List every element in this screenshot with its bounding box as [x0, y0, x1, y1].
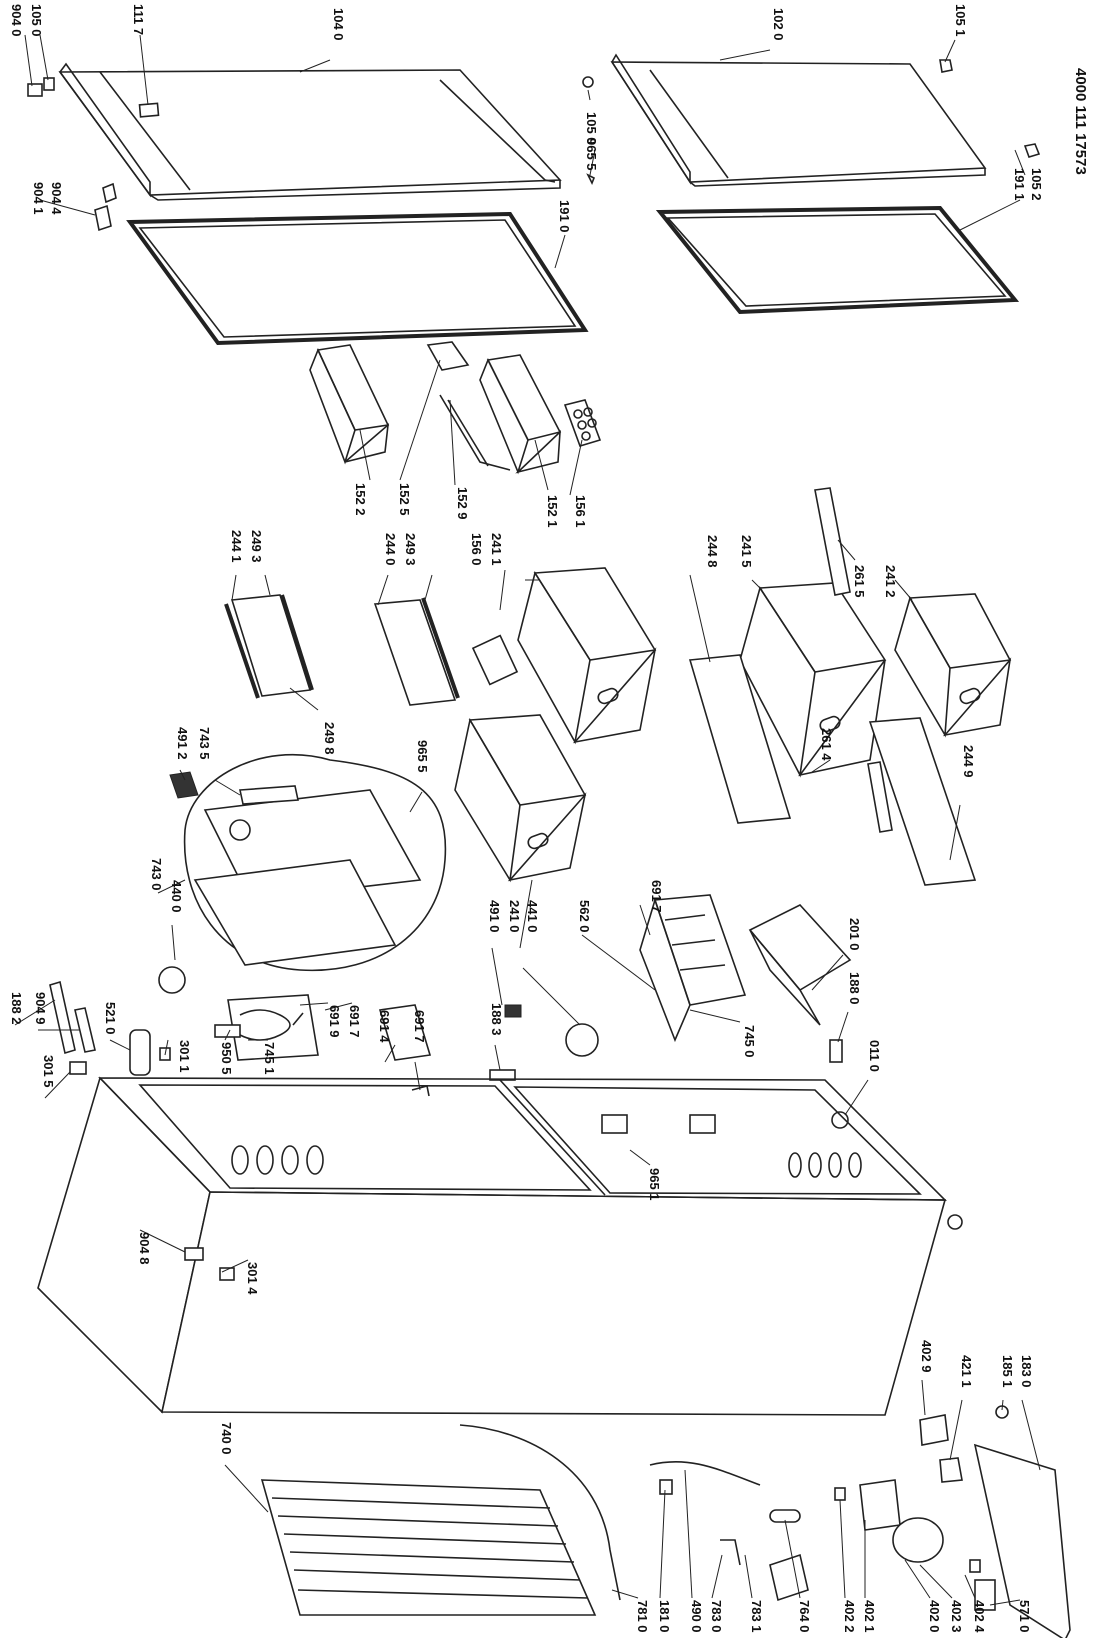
control-assembly-743: [169, 754, 447, 972]
part-label: 244 9: [961, 745, 976, 778]
part-label: 244 1: [229, 530, 244, 563]
part-label: 402 9: [919, 1340, 934, 1373]
part-label: 188 3: [489, 1003, 504, 1036]
compressor-area: [649, 1405, 1071, 1638]
part-label: 440 0: [169, 880, 184, 913]
part-label: 156 0: [469, 533, 484, 566]
part-label: 691 7: [412, 1010, 427, 1043]
part-label: 490 0: [689, 1600, 704, 1633]
part-label: 261 5: [852, 565, 867, 598]
part-label: 249 8: [322, 722, 337, 755]
part-label: 244 0: [383, 533, 398, 566]
part-label: 152 2: [353, 483, 368, 516]
part-label: 743 5: [197, 727, 212, 760]
part-label: 402 0: [927, 1600, 942, 1633]
part-label: 249 3: [403, 533, 418, 566]
fan-and-heater-parts: [49, 966, 849, 1129]
part-label: 950 5: [219, 1042, 234, 1075]
part-label: 152 1: [545, 495, 560, 528]
part-label: 965 5: [584, 138, 599, 171]
part-label: 491 2: [175, 727, 190, 760]
part-label: 571 0: [1017, 1600, 1032, 1633]
part-label: 241 0: [507, 900, 522, 933]
part-label: 764 0: [797, 1600, 812, 1633]
part-label: 105 1: [953, 4, 968, 37]
freezer-drawers: [454, 567, 1012, 883]
part-label: 783 1: [749, 1600, 764, 1633]
part-label: 241 2: [883, 565, 898, 598]
door-bins: [309, 341, 602, 475]
part-label: 691 4: [377, 1010, 392, 1043]
part-label: 743 0: [149, 858, 164, 891]
part-label: 691 7: [649, 880, 664, 913]
leader-lines: [14, 34, 1041, 1606]
part-label: 301 1: [177, 1040, 192, 1073]
part-label: 301 4: [245, 1262, 260, 1295]
part-label: 745 0: [742, 1025, 757, 1058]
part-label: 111 7: [131, 4, 146, 35]
document-number: 4000 111 17573: [1072, 68, 1089, 175]
part-label: 301 5: [41, 1055, 56, 1088]
part-label: 562 0: [577, 900, 592, 933]
part-label: 105 0: [584, 112, 599, 145]
part-label: 261 4: [819, 728, 834, 761]
part-label: 745 1: [262, 1042, 277, 1075]
part-label: 244 8: [705, 535, 720, 568]
door-gaskets: [126, 205, 1020, 346]
condenser-740: [260, 1424, 621, 1616]
part-label: 904 1: [31, 182, 46, 215]
part-label: 241 1: [489, 533, 504, 566]
part-label: 185 1: [1000, 1355, 1015, 1388]
part-label: 783 0: [709, 1600, 724, 1633]
part-label: 904 8: [137, 1232, 152, 1265]
part-label: 691 9: [327, 1005, 342, 1038]
evaporator-cover-201: [748, 904, 852, 1026]
freezer-door-104: [58, 62, 562, 201]
part-label: 521 0: [103, 1002, 118, 1035]
part-label: 441 0: [525, 900, 540, 933]
part-label: 105 2: [1029, 168, 1044, 201]
part-label: 904 0: [9, 4, 24, 37]
part-label: 152 5: [397, 483, 412, 516]
part-label: 249 3: [249, 530, 264, 563]
part-number-labels: 904 0 105 0 111 7 104 0 102 0 105 1 105 …: [9, 4, 1089, 1633]
part-label: 156 1: [573, 495, 588, 528]
glass-shelves: [224, 594, 460, 706]
part-label: 102 0: [771, 8, 786, 41]
part-label: 241 5: [739, 535, 754, 568]
part-label: 181 0: [657, 1600, 672, 1633]
part-label: 691 7: [347, 1005, 362, 1038]
part-label: 491 0: [487, 900, 502, 933]
egg-tray-156-1: [563, 399, 602, 447]
part-label: 402 2: [842, 1600, 857, 1633]
part-label: 402 3: [949, 1600, 964, 1633]
part-label: 904 4: [49, 182, 64, 215]
part-label: 965 5: [415, 740, 430, 773]
evaporator-562: [639, 894, 747, 1043]
part-label: 402 4: [972, 1600, 987, 1633]
part-label: 781 0: [635, 1600, 650, 1633]
part-label: 904 9: [33, 992, 48, 1025]
part-label: 011 0: [867, 1040, 882, 1072]
part-label: 104 0: [331, 8, 346, 41]
part-label: 421 1: [959, 1355, 974, 1388]
part-label: 965 1: [647, 1168, 662, 1201]
part-label: 105 0: [29, 4, 44, 37]
part-label: 188 2: [9, 992, 24, 1025]
fridge-door-102: [582, 53, 1041, 187]
part-label: 201 0: [847, 918, 862, 951]
part-label: 183 0: [1019, 1355, 1034, 1388]
part-label: 402 1: [862, 1600, 877, 1633]
part-label: 191 1: [1012, 168, 1027, 201]
part-label: 152 9: [455, 487, 470, 520]
part-label: 740 0: [219, 1422, 234, 1455]
part-label: 191 0: [557, 200, 572, 233]
drawer-covers: [471, 487, 977, 886]
cabinet: [37, 1061, 963, 1416]
part-label: 188 0: [847, 972, 862, 1005]
freezer-door-hinge-parts: [27, 77, 117, 232]
